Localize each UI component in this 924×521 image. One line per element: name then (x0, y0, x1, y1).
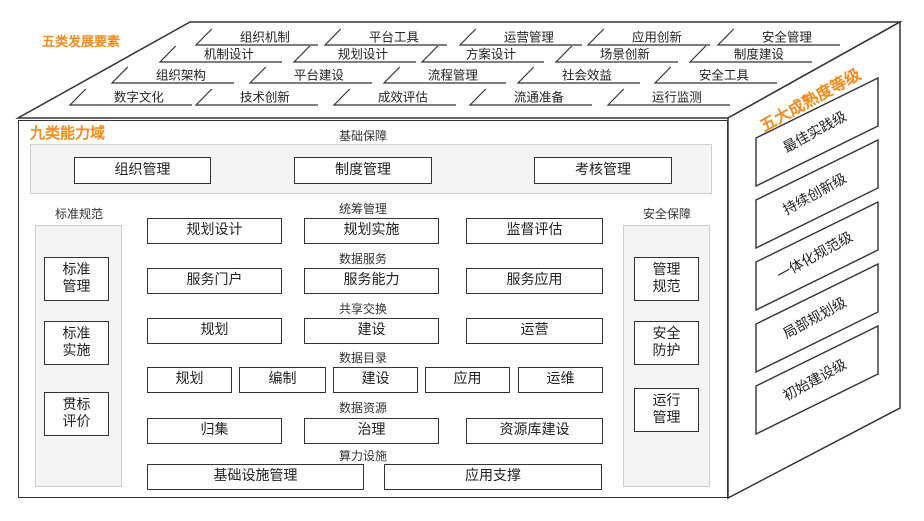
resources-label: 数据资源 (338, 401, 388, 415)
element-cell-edge (323, 28, 447, 46)
element-cell-text: 成效评估 (378, 90, 428, 105)
element-cell-edge (554, 45, 678, 63)
foundation-item-org: 组织管理 (74, 157, 211, 184)
element-cell-edge (420, 45, 544, 63)
standards-item-implementation: 标准 实施 (44, 321, 109, 365)
resources-item-governance: 治理 (304, 418, 439, 444)
element-cell-edge (653, 66, 777, 84)
element-cell-text: 应用创新 (632, 30, 682, 45)
catalog-item-compilation: 编制 (239, 367, 326, 393)
nine-domains-title: 九类能力域 (30, 124, 106, 142)
element-cell-edge (382, 66, 506, 84)
element-cell-text: 社会效益 (562, 68, 612, 83)
resources-item-collection: 归集 (147, 418, 282, 444)
element-cell-text: 方案设计 (466, 47, 516, 62)
planning-item-design: 规划设计 (147, 218, 282, 244)
five-elements-title: 五类发展要素 (42, 35, 121, 50)
element-cell-edge (516, 66, 640, 84)
element-cell-text: 平台建设 (294, 68, 345, 83)
standards-item-management: 标准 管理 (44, 257, 109, 301)
element-cell-edge (468, 88, 592, 106)
element-cell-edge (194, 88, 318, 106)
data-service-item-capability: 服务能力 (304, 268, 439, 294)
element-cell-text: 流通准备 (514, 90, 565, 105)
sharing-label: 共享交换 (338, 302, 388, 316)
catalog-item-application: 应用 (425, 367, 510, 393)
data-service-item-portal: 服务门户 (147, 268, 282, 294)
standards-label: 标准规范 (54, 207, 104, 221)
compute-item-infrastructure: 基础设施管理 (147, 464, 364, 490)
element-cell-edge (68, 88, 192, 106)
compute-item-support: 应用支撑 (384, 464, 602, 490)
element-cell-text: 平台工具 (369, 30, 420, 45)
security-item-operation: 运行 管理 (634, 388, 699, 432)
resources-item-database: 资源库建设 (466, 418, 603, 444)
element-cell-edge (332, 88, 456, 106)
element-cell-text: 组织机制 (240, 30, 290, 45)
element-cell-text: 制度建设 (734, 47, 785, 62)
element-cell-edge (194, 28, 318, 46)
element-cell-edge (158, 45, 282, 63)
compute-label: 算力设施 (338, 449, 388, 463)
element-cell-edge (606, 88, 730, 106)
security-item-regulation: 管理 规范 (634, 257, 699, 301)
element-cell-text: 安全工具 (699, 68, 750, 83)
element-cell-text: 运营管理 (504, 30, 555, 45)
maturity-level-card (755, 200, 879, 312)
security-item-protection: 安全 防护 (634, 321, 699, 365)
element-cell-edge (458, 28, 582, 46)
element-cell-text: 组织架构 (156, 68, 206, 83)
element-cell-text: 场景创新 (600, 47, 650, 62)
catalog-item-construction: 建设 (333, 367, 418, 393)
element-cell-text: 安全管理 (762, 30, 813, 45)
security-label: 安全保障 (642, 207, 692, 221)
maturity-level-card (755, 138, 879, 250)
catalog-item-maintenance: 运维 (518, 367, 603, 393)
sharing-item-operation: 运营 (466, 318, 603, 344)
foundation-item-system: 制度管理 (294, 157, 432, 184)
element-cell-edge (248, 66, 372, 84)
element-cell-edge (110, 66, 234, 84)
element-cell-text: 机制设计 (204, 47, 254, 62)
element-cell-edge (716, 28, 840, 46)
data-service-label: 数据服务 (338, 252, 388, 266)
data-service-item-application: 服务应用 (466, 268, 603, 294)
sharing-item-construction: 建设 (304, 318, 439, 344)
planning-label: 统筹管理 (338, 202, 388, 216)
element-cell-text: 流程管理 (428, 68, 479, 83)
maturity-level-card (755, 262, 879, 374)
planning-item-implementation: 规划实施 (304, 218, 439, 244)
element-cell-text: 规划设计 (338, 47, 388, 62)
standards-item-evaluation: 贯标 评价 (44, 392, 109, 436)
maturity-level-card (755, 76, 879, 188)
maturity-level-card (755, 324, 879, 436)
foundation-item-assessment: 考核管理 (534, 157, 672, 184)
element-cell-edge (586, 28, 710, 46)
foundation-label: 基础保障 (338, 129, 388, 143)
sharing-item-planning: 规划 (147, 318, 282, 344)
element-cell-text: 运行监测 (652, 90, 702, 105)
element-cell-edge (688, 45, 812, 63)
element-cell-text: 技术创新 (240, 90, 290, 105)
element-cell-edge (292, 45, 416, 63)
planning-item-supervision: 监督评估 (466, 218, 603, 244)
catalog-label: 数据目录 (338, 351, 388, 365)
catalog-item-planning: 规划 (147, 367, 232, 393)
element-cell-text: 数字文化 (114, 90, 165, 105)
